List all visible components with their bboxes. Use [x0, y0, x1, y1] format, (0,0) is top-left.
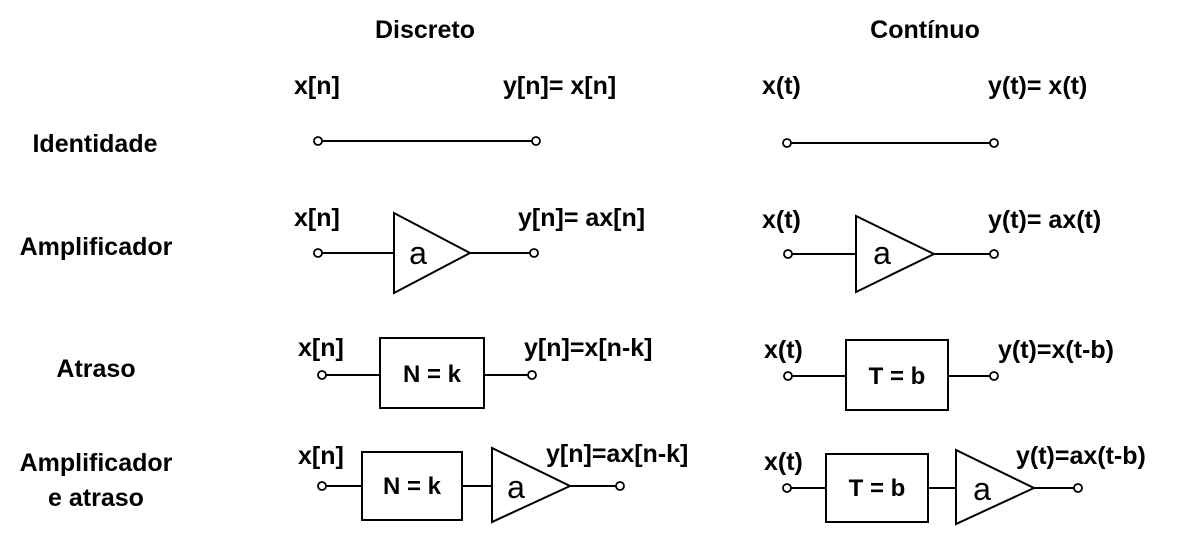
amplifier-continuous-gain-label: a — [873, 235, 891, 271]
amplifier-discrete-circuit — [313, 211, 539, 295]
amplifier-discrete-output-label: y[n]= ax[n] — [518, 204, 645, 232]
input-terminal — [782, 483, 792, 493]
input-terminal — [317, 370, 327, 380]
amp-delay-discrete-output-label: y[n]=ax[n-k] — [546, 440, 688, 468]
delay-discrete-block-label: N = k — [403, 361, 462, 388]
identity-discrete-output-label: y[n]= x[n] — [503, 72, 616, 100]
identity-continuous-wire — [782, 138, 999, 148]
gain-triangle — [855, 214, 937, 294]
input-terminal — [317, 481, 327, 491]
delay-continuous-output-label: y(t)=x(t-b) — [998, 336, 1114, 364]
output-terminal — [527, 370, 537, 380]
input-terminal — [783, 249, 793, 259]
header-discrete: Discreto — [375, 16, 475, 44]
input-terminal — [783, 371, 793, 381]
output-terminal — [529, 248, 539, 258]
amplifier-continuous-input-label: x(t) — [762, 206, 801, 234]
amp-delay-discrete-circuit — [317, 446, 625, 524]
delay-continuous-block-label: T = b — [869, 363, 926, 390]
amplifier-continuous-output-label: y(t)= ax(t) — [988, 206, 1101, 234]
delay-block — [379, 337, 485, 409]
amp-delay-continuous-input-label: x(t) — [764, 448, 803, 476]
input-terminal — [313, 248, 323, 258]
output-terminal — [989, 138, 999, 148]
row-label-amp-delay-line2: e atraso — [48, 484, 144, 512]
output-terminal — [531, 136, 541, 146]
amplifier-continuous-circuit — [783, 214, 999, 294]
delay-block — [845, 339, 949, 411]
output-terminal — [615, 481, 625, 491]
row-label-delay: Atraso — [56, 355, 135, 383]
delay-block — [825, 453, 929, 523]
gain-triangle — [955, 448, 1037, 526]
output-terminal — [1073, 483, 1083, 493]
row-label-identity: Identidade — [32, 130, 157, 158]
delay-block — [361, 451, 463, 521]
gain-triangle — [491, 446, 573, 524]
delay-discrete-circuit — [317, 337, 537, 409]
input-terminal — [782, 138, 792, 148]
delay-discrete-output-label: y[n]=x[n-k] — [524, 334, 652, 362]
amplifier-discrete-input-label: x[n] — [294, 204, 340, 232]
amp-delay-continuous-circuit — [782, 448, 1083, 526]
delay-discrete-input-label: x[n] — [298, 334, 344, 362]
output-terminal — [989, 371, 999, 381]
amp-delay-discrete-block-label: N = k — [383, 473, 442, 500]
amplifier-discrete-gain-label: a — [409, 235, 427, 271]
row-label-amplifier: Amplificador — [20, 233, 173, 261]
amp-delay-continuous-gain-label: a — [973, 471, 991, 507]
identity-continuous-output-label: y(t)= x(t) — [988, 72, 1087, 100]
delay-continuous-circuit — [783, 339, 999, 411]
identity-continuous-input-label: x(t) — [762, 72, 801, 100]
identity-discrete-input-label: x[n] — [294, 72, 340, 100]
amp-delay-discrete-input-label: x[n] — [298, 442, 344, 470]
header-continuous: Contínuo — [870, 16, 980, 44]
row-label-amp-delay-line1: Amplificador — [20, 449, 173, 477]
amp-delay-continuous-output-label: y(t)=ax(t-b) — [1016, 442, 1146, 470]
delay-continuous-input-label: x(t) — [764, 336, 803, 364]
input-terminal — [313, 136, 323, 146]
identity-discrete-wire — [313, 136, 541, 146]
amp-delay-discrete-gain-label: a — [507, 469, 525, 505]
output-terminal — [989, 249, 999, 259]
amp-delay-continuous-block-label: T = b — [849, 475, 906, 502]
gain-triangle — [393, 211, 473, 295]
